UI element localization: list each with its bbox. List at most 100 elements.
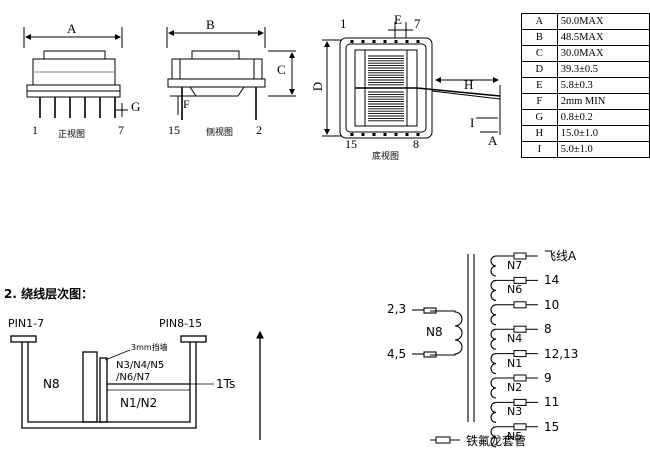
primary-top-pin: 2,3: [387, 302, 407, 316]
secondary-winding-label: N7: [507, 259, 523, 272]
secondary-winding: [490, 252, 538, 277]
front-view-caption: 正视图: [58, 130, 86, 140]
pin-hole: [372, 40, 376, 43]
sleeve-marker: [513, 350, 527, 358]
sleeve-marker: [513, 301, 527, 309]
bottom-dim-d-label: D: [310, 81, 326, 92]
winding-group-label-1: N3/N4/N5: [116, 360, 165, 371]
teflon-sleeve-legend: [430, 436, 460, 444]
secondary-windings: [490, 252, 538, 448]
secondary-winding: [490, 423, 538, 448]
secondary-pin-label: 9: [544, 371, 552, 385]
bottom-pin-holes: [350, 40, 420, 136]
dim-key: C: [521, 45, 558, 62]
side-view-caption: 侧视图: [206, 128, 234, 138]
dim-value: 5.8±0.3: [556, 77, 650, 94]
bottom-view-caption: 底视图: [372, 152, 400, 162]
winding-n8-label: N8: [43, 377, 60, 391]
pin-hole: [405, 133, 409, 136]
pin-hole: [383, 133, 387, 136]
secondary-pin-label: 12,13: [544, 346, 579, 361]
pin-hole: [350, 40, 354, 43]
secondary-winding-label: N5: [507, 429, 523, 443]
dim-key: I: [521, 141, 558, 158]
secondary-winding-label: N3: [507, 405, 523, 419]
secondary-winding-label: N6: [507, 283, 523, 297]
pin-hole: [361, 40, 365, 43]
dim-key: D: [521, 61, 558, 78]
secondary-winding: [490, 325, 538, 350]
winding-stripes: [368, 55, 404, 122]
sleeve-marker: [513, 252, 527, 260]
winding-layer-diagram: [10, 330, 264, 440]
side-view: [166, 27, 296, 120]
dim-value: 0.8±0.2: [556, 109, 650, 126]
pin-hole: [416, 133, 420, 136]
secondary-winding: [490, 374, 538, 399]
side-dim-b-label: B: [206, 17, 215, 32]
sleeve-marker: [513, 423, 527, 431]
dim-key: G: [521, 109, 558, 126]
secondary-pin-label: 飞线A: [544, 249, 577, 263]
bottom-pin-15-label: 15: [345, 137, 357, 151]
pin-hole: [372, 133, 376, 136]
dim-value: 2mm MIN: [556, 93, 650, 110]
primary-bottom-pin: 4,5: [387, 347, 407, 361]
secondary-winding-label: N1: [507, 356, 523, 370]
secondary-winding: [490, 350, 538, 375]
bottom-dim-h-label: H: [464, 77, 474, 92]
secondary-winding: [490, 276, 538, 301]
bottom-dim-a-label: A: [488, 133, 498, 148]
pin-hole: [416, 40, 420, 43]
pin-left-label: PIN1-7: [8, 317, 45, 330]
pin-hole: [383, 40, 387, 43]
dim-key: F: [521, 93, 558, 110]
dim-key: H: [521, 125, 558, 142]
secondary-pin-label: 10: [544, 297, 560, 312]
sleeve-marker: [513, 374, 527, 382]
turns-label: 1Ts: [216, 377, 236, 391]
secondary-pin-label: 8: [544, 322, 552, 337]
front-dim-a-label: A: [67, 21, 77, 36]
secondary-pin-label: 11: [544, 395, 560, 410]
front-pin-1-label: 1: [32, 123, 38, 137]
bottom-dim-e-label: E: [394, 12, 402, 27]
secondary-winding: [490, 301, 538, 326]
dim-value: 15.0±1.0: [556, 125, 650, 142]
front-pin-7-label: 7: [118, 123, 124, 137]
pin-hole: [394, 133, 398, 136]
sleeve-marker: [513, 398, 527, 406]
sleeve-legend-label: 铁氟龙套管: [466, 434, 527, 448]
secondary-winding-label: N2: [507, 381, 523, 394]
bottom-pin-8-label: 8: [413, 137, 419, 151]
dim-key: B: [521, 29, 558, 46]
bottom-pin-7-label: 7: [414, 16, 421, 31]
winding-group-label-2: /N6/N7: [116, 372, 151, 383]
pin-hole: [350, 133, 354, 136]
secondary-winding-label: N4: [507, 332, 523, 346]
winding-n1n2-label: N1/N2: [120, 396, 158, 410]
bottom-pin-1-label: 1: [340, 16, 347, 31]
front-view: [23, 27, 128, 118]
dim-value: 30.0MAX: [556, 45, 650, 62]
dim-key: E: [521, 77, 558, 94]
pin-hole: [394, 40, 398, 43]
dim-key: A: [521, 13, 558, 30]
sleeve-marker: [513, 276, 527, 284]
pin-hole: [361, 133, 365, 136]
secondary-pin-label: 15: [544, 419, 560, 434]
section-2-title: 2. 绕线层次图：: [4, 287, 94, 301]
side-dim-c-label: C: [277, 62, 286, 77]
pin-hole: [405, 40, 409, 43]
primary-winding-label: N8: [426, 325, 443, 339]
